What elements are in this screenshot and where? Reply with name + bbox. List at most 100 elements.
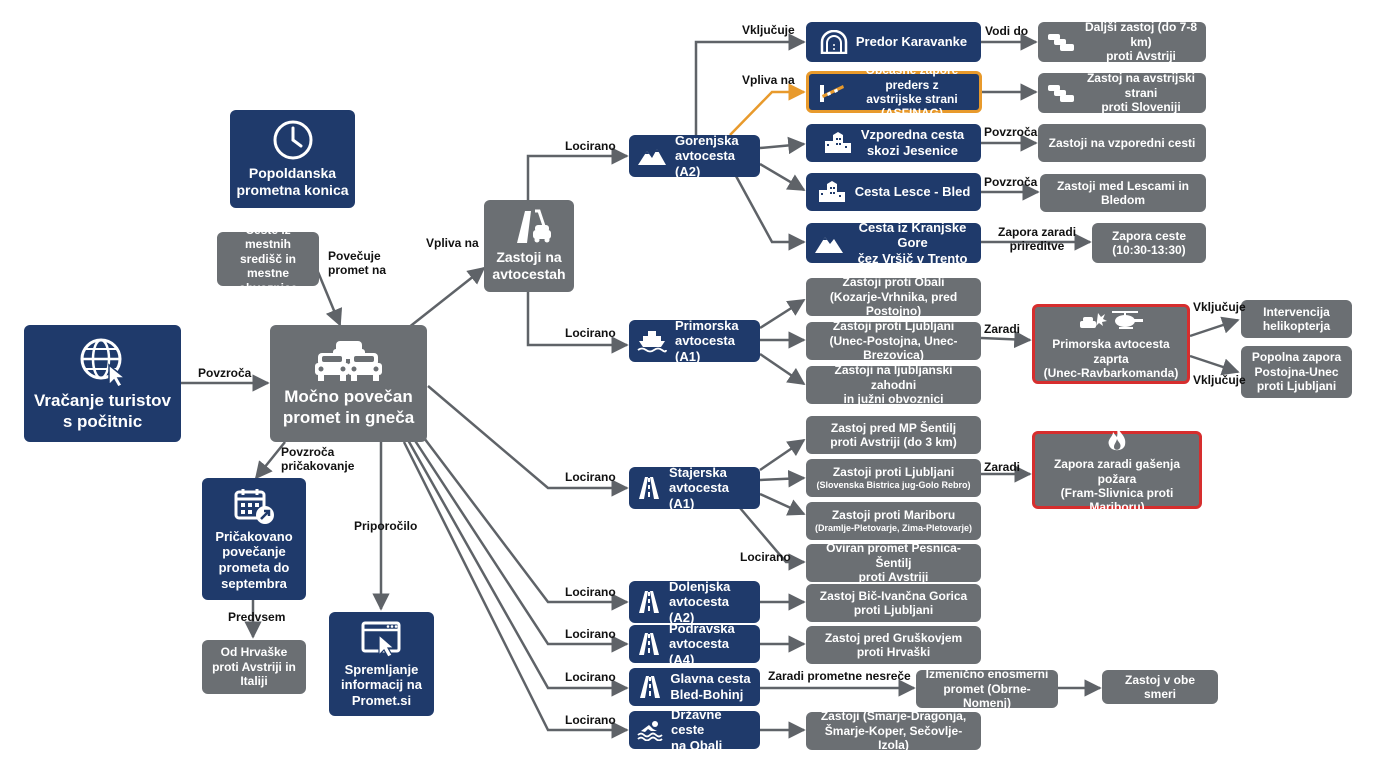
node-proti-obali-label: Zastoji proti Obali (Kozarje-Vrhnika, pr…: [829, 275, 958, 319]
node-zastoji-proti-mariboru[interactable]: Zastoji proti Mariboru (Dramlje-Pletovar…: [806, 502, 981, 540]
node-mocno-label: Močno povečan promet in gneča: [282, 387, 415, 427]
node-sentilj-label: Zastoj pred MP Šentilj proti Avstriji (d…: [830, 420, 957, 449]
node-spremljanje-promet-si[interactable]: Spremljanje informacij na Promet.si: [329, 612, 434, 716]
node-zaprta-label: Primorska avtocesta zaprta (Unec-Ravbark…: [1043, 337, 1179, 381]
traffic-jam-cars-icon: [314, 339, 384, 383]
node-zastoji-proti-obali[interactable]: Zastoji proti Obali (Kozarje-Vrhnika, pr…: [806, 275, 981, 319]
road-icon: [637, 632, 661, 656]
edge-mocno-stajerska: [427, 385, 629, 497]
node-izmenicno-enosmerni[interactable]: Izmenično enosmerni promet (Obrne-Nomenj…: [916, 667, 1058, 711]
edge-stajerska-ljubljani: [759, 469, 806, 488]
ship-icon: [637, 329, 667, 353]
road-icon: [638, 675, 662, 699]
edge-mocno-drzavne: [402, 441, 629, 739]
node-predor-karavanke[interactable]: Predor Karavanke: [806, 22, 981, 62]
node-zastoji-obala[interactable]: Zastoji (Šmarje-Dragonja, Šmarje-Koper, …: [806, 709, 981, 753]
node-zastoj-avstrijski-strani[interactable]: Zastoj na avstrijski strani proti Sloven…: [1038, 71, 1206, 114]
node-vzporedna-cesta-jesenice[interactable]: Vzporedna cesta skozi Jesenice: [806, 124, 981, 162]
node-zastoj-bic-ivancna-gorica[interactable]: Zastoj Bič-Ivančna Gorica proti Ljubljan…: [806, 584, 981, 622]
edge-zastoji-primorska: [526, 292, 629, 354]
node-pricakovano-povecanje[interactable]: Pričakovano povečanje prometa do septemb…: [202, 478, 306, 600]
node-dolenjska-avtocesta[interactable]: Dolenjska avtocesta (A2): [629, 579, 760, 625]
edge-ljubljani-zaprta: [980, 330, 1032, 349]
edge-primorska-zahodni: [759, 352, 806, 386]
node-daljsi-zastoj[interactable]: Daljši zastoj (do 7-8 km) proti Avstriji: [1038, 20, 1206, 64]
node-proti-ljubljani-prim-label: Zastoji proti Ljubljani (Unec-Postojna, …: [829, 319, 958, 363]
node-od-hrvaske-label: Od Hrvaške proti Avstriji in Italiji: [212, 645, 296, 689]
node-primorska-avtocesta-zaprta[interactable]: Primorska avtocesta zaprta (Unec-Ravbark…: [1032, 304, 1190, 384]
node-drzavne-label: Državne ceste na Obali: [671, 706, 723, 753]
node-popoldanska-konica[interactable]: Popoldanska prometna konica: [230, 110, 355, 208]
node-gorenjska-label: Gorenjska avtocesta (A2): [675, 132, 739, 179]
edge-zastoji-gorenjska: [526, 147, 629, 200]
node-popolna-zapora[interactable]: Popolna zapora Postojna-Unec proti Ljubl…: [1241, 346, 1352, 398]
node-zastoji-proti-ljubljani-primorska[interactable]: Zastoji proti Ljubljani (Unec-Postojna, …: [806, 319, 981, 363]
node-zastoj-obe-smeri[interactable]: Zastoj v obe smeri: [1102, 670, 1218, 704]
node-zapora-gasenje-pozara[interactable]: Zapora zaradi gašenja požara (Fram-Slivn…: [1032, 426, 1202, 514]
node-bic-label: Zastoj Bič-Ivančna Gorica proti Ljubljan…: [819, 588, 968, 617]
node-zapora-ceste[interactable]: Zapora ceste (10:30-13:30): [1092, 223, 1206, 263]
node-kranjska-label: Cesta iz Kranjske Gore čez Vršič v Trent…: [857, 219, 968, 266]
clock-icon: [272, 119, 314, 161]
node-od-hrvaske[interactable]: Od Hrvaške proti Avstriji in Italiji: [202, 640, 306, 694]
node-ceste-iz-mestnih[interactable]: Ceste iz mestnih središč in mestne obvoz…: [217, 223, 319, 295]
tunnel-icon: [820, 30, 848, 54]
node-mocno-povecan-promet[interactable]: Močno povečan promet in gneča: [270, 325, 427, 442]
swimmer-icon: [637, 719, 663, 741]
node-vzporedni-label: Zastoji na vzporedni cesti: [1048, 135, 1196, 150]
edge-label-zaradi-primorska: Zaradi: [984, 322, 1021, 336]
edge-label-priporocilo: Priporočilo: [354, 519, 418, 533]
fire-icon: [1105, 425, 1129, 453]
node-mariboru-label: Zastoji proti Mariboru: [831, 507, 956, 522]
node-daljsi-label: Daljši zastoj (do 7-8 km) proti Avstriji: [1084, 20, 1198, 64]
node-vracanje-turistov[interactable]: Vračanje turistov s počitnic: [24, 325, 181, 442]
node-cesta-kranjska-gora-vrsic[interactable]: Cesta iz Kranjske Gore čez Vršič v Trent…: [806, 220, 981, 266]
edge-label-vpliva-na-obcasne: Vpliva na: [742, 73, 795, 87]
edge-label-zapora-zaradi-prireditve: Zapora zaradi prireditve: [998, 225, 1077, 253]
node-glavna-cesta-label: Glavna cesta Bled-Bohinj: [670, 671, 751, 702]
globe-cursor-icon: [77, 335, 129, 388]
node-drzavne-ceste-obali[interactable]: Državne ceste na Obali: [629, 707, 760, 753]
node-zastoji-ljubljanski-obvoznici[interactable]: Zastoji na ljubljanski zahodni in južni …: [806, 363, 981, 406]
edge-mocno-pricakovano: [254, 441, 286, 480]
node-izmenicno-label: Izmenično enosmerni promet (Obrne-Nomenj…: [925, 667, 1049, 711]
node-cesta-lesce-bled[interactable]: Cesta Lesce - Bled: [806, 173, 981, 211]
edge-mocno-dolenjska: [417, 429, 629, 611]
edge-label-locirano-dolenjska: Locirano: [565, 585, 616, 599]
node-intervencija-helikopterja[interactable]: Intervencija helikopterja: [1241, 300, 1352, 338]
node-vracanje-label: Vračanje turistov s počitnic: [33, 391, 171, 431]
node-obcasne-label: Občasne zapore preders z avstrijske stra…: [865, 63, 959, 121]
barrier-icon: [817, 81, 845, 103]
node-zastoji-vzporedni-cesti[interactable]: Zastoji na vzporedni cesti: [1038, 124, 1206, 162]
node-zastoji-proti-ljubljani-stajerska[interactable]: Zastoji proti Ljubljani (Slovenska Bistr…: [806, 459, 981, 497]
node-zastoj-sentilj[interactable]: Zastoj pred MP Šentilj proti Avstriji (d…: [806, 416, 981, 454]
edge-primorska-obali: [759, 298, 806, 330]
edge-stajerska-oviran: [739, 507, 806, 571]
node-zastoji-lesce-bled[interactable]: Zastoji med Lescami in Bledom: [1040, 174, 1206, 212]
edge-label-predvsem: Predvsem: [228, 610, 286, 624]
node-glavna-cesta-bled-bohinj[interactable]: Glavna cesta Bled-Bohinj: [629, 668, 760, 706]
node-oviran-promet-pesnica[interactable]: Oviran promet Pesnica-Šentilj proti Avst…: [806, 541, 981, 584]
node-popolna-label: Popolna zapora Postojna-Unec proti Ljubl…: [1251, 350, 1342, 394]
node-stajerska-avtocesta[interactable]: Štajerska avtocesta (A1): [629, 465, 760, 511]
node-primorska-avtocesta[interactable]: Primorska avtocesta (A1): [629, 317, 760, 364]
node-zastoj-gruskovje[interactable]: Zastoj pred Gruškovjem proti Hrvaški: [806, 626, 981, 664]
edge-label-locirano-drzavne: Locirano: [565, 713, 616, 727]
edge-ceste-mocno: [316, 271, 343, 327]
node-gorenjska-avtocesta[interactable]: Gorenjska avtocesta (A2): [629, 132, 760, 179]
node-spremljanje-label: Spremljanje informacij na Promet.si: [341, 661, 422, 708]
edge-mocno-zastoji: [407, 266, 486, 329]
node-obcasne-zapore[interactable]: Občasne zapore preders z avstrijske stra…: [806, 63, 982, 120]
node-zastoji-na-avtocestah[interactable]: Zastoji na avtocestah: [484, 200, 574, 292]
node-ceste-iz-label: Ceste iz mestnih središč in mestne obvoz…: [238, 223, 298, 295]
node-obala-label: Zastoji (Šmarje-Dragonja, Šmarje-Koper, …: [820, 709, 967, 753]
edge-label-vodi-do: Vodi do: [985, 24, 1029, 38]
browser-cursor-icon: [361, 620, 403, 658]
edge-mocno-glavna: [406, 439, 629, 697]
node-primorska-label: Primorska avtocesta (A1): [675, 317, 739, 364]
node-podravska-avtocesta[interactable]: Podravska avtocesta (A4): [629, 621, 760, 667]
edge-zaprta-intervencija: [1189, 316, 1240, 338]
node-obe-smeri-label: Zastoj v obe smeri: [1124, 672, 1195, 701]
node-podravska-label: Podravska avtocesta (A4): [669, 620, 735, 667]
